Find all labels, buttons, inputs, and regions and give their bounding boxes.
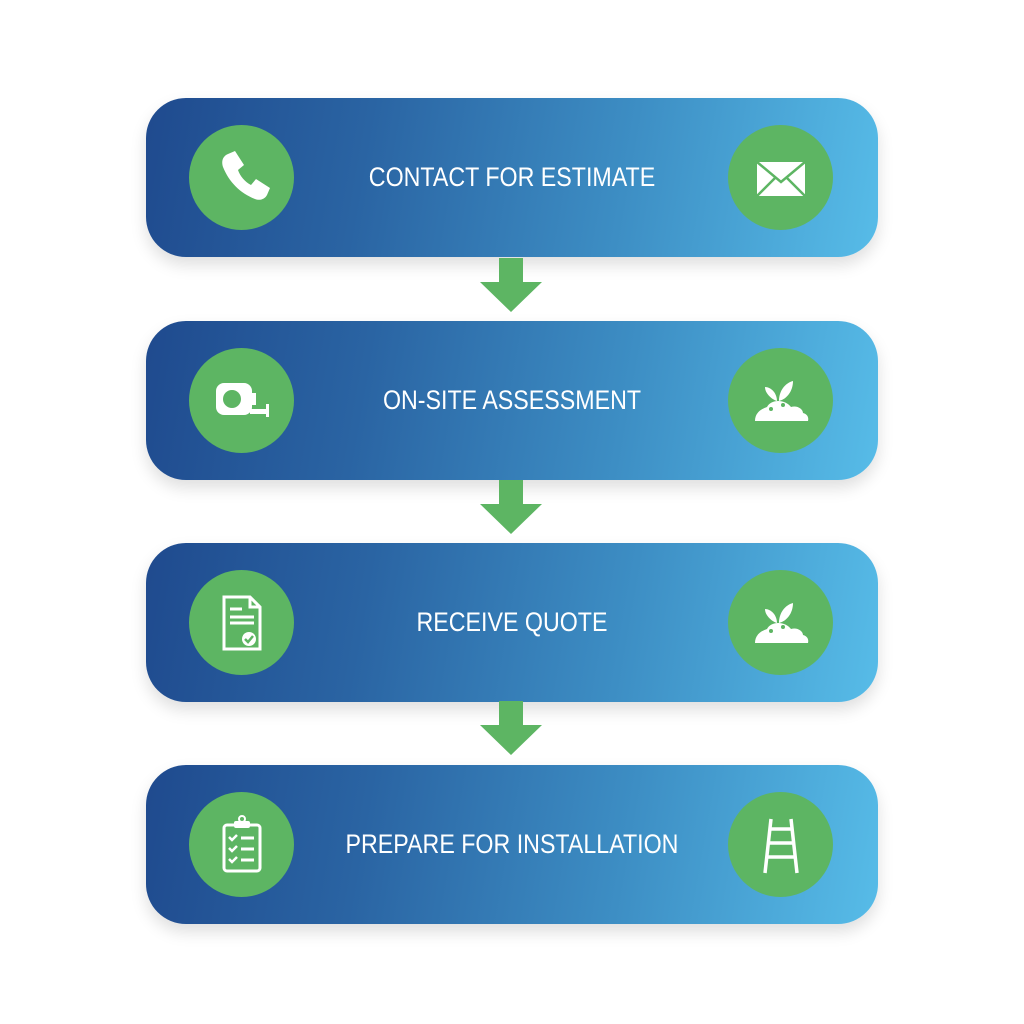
tape-measure-icon	[189, 348, 294, 453]
step-receive-quote: RECEIVE QUOTE	[146, 543, 878, 702]
step-on-site-assessment: ON-SITE ASSESSMENT	[146, 321, 878, 480]
phone-icon	[189, 125, 294, 230]
step-label: CONTACT FOR ESTIMATE	[368, 162, 656, 192]
step-label: PREPARE FOR INSTALLATION	[345, 829, 679, 859]
soil-sprout-icon	[728, 348, 833, 453]
envelope-icon	[728, 125, 833, 230]
step-label: RECEIVE QUOTE	[416, 607, 608, 637]
step-prepare-for-installation: PREPARE FOR INSTALLATION	[146, 765, 878, 924]
arrow-down-icon	[480, 480, 542, 534]
document-check-icon	[189, 570, 294, 675]
step-contact-for-estimate: CONTACT FOR ESTIMATE	[146, 98, 878, 257]
step-label: ON-SITE ASSESSMENT	[382, 385, 642, 415]
soil-sprout-icon	[728, 570, 833, 675]
arrow-down-icon	[480, 258, 542, 312]
clipboard-checklist-icon	[189, 792, 294, 897]
arrow-down-icon	[480, 701, 542, 755]
ladder-icon	[728, 792, 833, 897]
